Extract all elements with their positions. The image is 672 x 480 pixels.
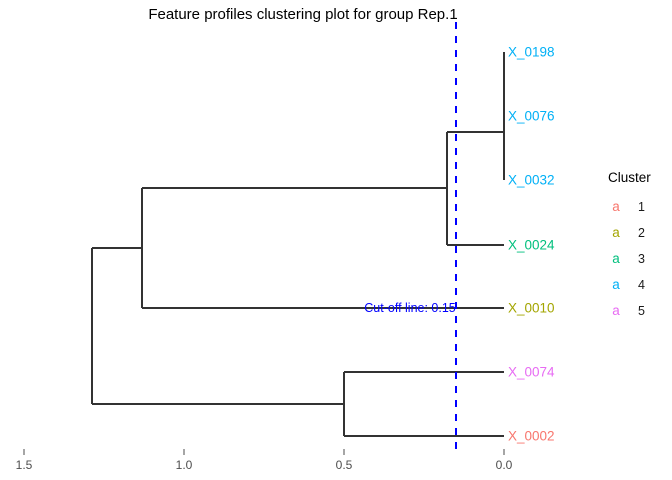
axis-tick-label: 0.0 bbox=[495, 458, 513, 472]
leaf-label: X_0076 bbox=[508, 108, 555, 124]
legend-key-glyph: a bbox=[612, 225, 620, 241]
legend-title: Cluster bbox=[608, 170, 651, 185]
dendrogram-branches bbox=[91, 52, 505, 437]
dendrogram-canvas bbox=[23, 22, 505, 455]
axis-tick-label: 1.5 bbox=[15, 458, 33, 472]
leaf-label: X_0198 bbox=[508, 44, 555, 60]
legend-key-glyph: a bbox=[612, 277, 620, 293]
legend-item-label: 1 bbox=[638, 200, 645, 214]
legend-item-label: 5 bbox=[638, 304, 645, 318]
leaf-label: X_0002 bbox=[508, 428, 555, 444]
axis-tick-marks bbox=[23, 449, 505, 455]
leaf-label: X_0032 bbox=[508, 172, 555, 188]
legend-item-label: 3 bbox=[638, 252, 645, 266]
axis-tick-label: 0.5 bbox=[335, 458, 353, 472]
cutoff-line-label: Cut-off line: 0.15 bbox=[364, 301, 456, 315]
leaf-label: X_0024 bbox=[508, 237, 555, 253]
leaf-label: X_0074 bbox=[508, 364, 555, 380]
legend-key-glyph: a bbox=[612, 199, 620, 215]
leaf-label: X_0010 bbox=[508, 300, 555, 316]
legend-key-glyph: a bbox=[612, 303, 620, 319]
page-title: Feature profiles clustering plot for gro… bbox=[148, 6, 458, 23]
axis-tick-label: 1.0 bbox=[175, 458, 193, 472]
legend-item-label: 4 bbox=[638, 278, 645, 292]
legend-item-label: 2 bbox=[638, 226, 645, 240]
legend-key-glyph: a bbox=[612, 251, 620, 267]
